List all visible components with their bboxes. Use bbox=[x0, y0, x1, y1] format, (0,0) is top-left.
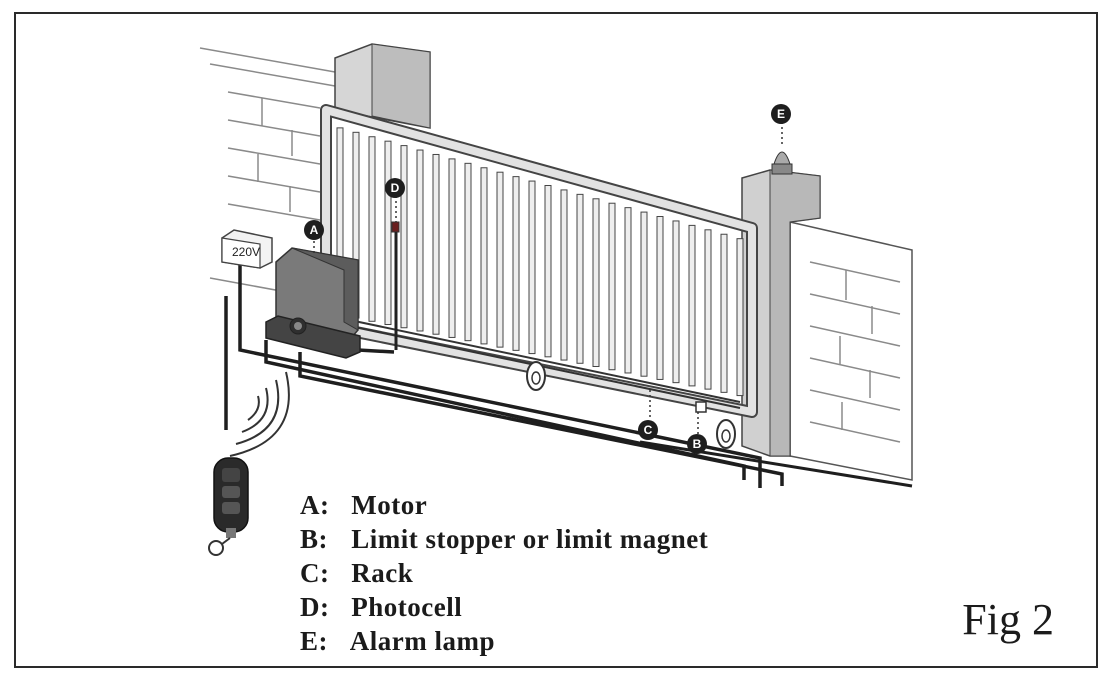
gate-bar bbox=[416, 149, 424, 332]
gate-bar bbox=[464, 162, 472, 342]
power-box-label: 220V bbox=[231, 245, 261, 259]
gate-bar bbox=[544, 184, 552, 358]
right-brick-wall bbox=[789, 221, 913, 481]
legend-item: C: Rack bbox=[300, 558, 414, 588]
gate-bar bbox=[400, 145, 408, 329]
marker-b: B bbox=[687, 434, 707, 454]
legend-item: D: Photocell bbox=[300, 592, 463, 622]
gate-bar bbox=[640, 211, 648, 377]
legend-item: A: Motor bbox=[300, 490, 428, 520]
ground-track bbox=[639, 440, 913, 488]
gate-bar bbox=[560, 189, 568, 361]
gate-bar bbox=[432, 153, 440, 335]
gate-wheel-left bbox=[526, 361, 546, 391]
gate-bar bbox=[704, 229, 712, 390]
gate-bars bbox=[336, 127, 744, 397]
gate-bar bbox=[608, 202, 616, 371]
gate-bar bbox=[624, 207, 632, 374]
remote-control bbox=[208, 457, 249, 556]
gate-bar bbox=[512, 176, 520, 351]
left-pillar bbox=[334, 43, 431, 129]
gate-bar bbox=[720, 233, 728, 393]
marker-leaders bbox=[649, 390, 699, 434]
marker-d: D bbox=[385, 178, 405, 198]
gate-bar bbox=[448, 158, 456, 338]
legend-item: B: Limit stopper or limit magnet bbox=[300, 524, 709, 554]
figure-label: Fig 2 bbox=[962, 595, 1054, 644]
gate-bar bbox=[528, 180, 536, 355]
gate-bar bbox=[496, 171, 504, 348]
gate-bar bbox=[576, 193, 584, 364]
marker-a: A bbox=[304, 220, 324, 240]
gate-wheel-right bbox=[716, 419, 736, 449]
marker-e: E bbox=[771, 104, 791, 124]
limit-stopper bbox=[695, 401, 707, 413]
gate-bar bbox=[384, 140, 392, 326]
gate-bar bbox=[672, 220, 680, 384]
gate-bar bbox=[368, 136, 376, 322]
gate-bar bbox=[592, 198, 600, 368]
signal-waves-icon bbox=[229, 371, 290, 457]
legend-item: E: Alarm lamp bbox=[300, 626, 495, 656]
figure-frame bbox=[14, 12, 1098, 668]
motor bbox=[265, 236, 361, 359]
photocell bbox=[391, 196, 400, 350]
gate-bar bbox=[656, 216, 664, 380]
power-box bbox=[221, 229, 273, 269]
marker-c: C bbox=[638, 420, 658, 440]
gate-bar bbox=[736, 238, 744, 397]
legend: A: Motor B: Limit stopper or limit magne… bbox=[300, 488, 708, 658]
gate-bar bbox=[480, 167, 488, 345]
gate-bar bbox=[688, 224, 696, 387]
alarm-lamp bbox=[771, 122, 793, 175]
wiring bbox=[224, 264, 784, 488]
